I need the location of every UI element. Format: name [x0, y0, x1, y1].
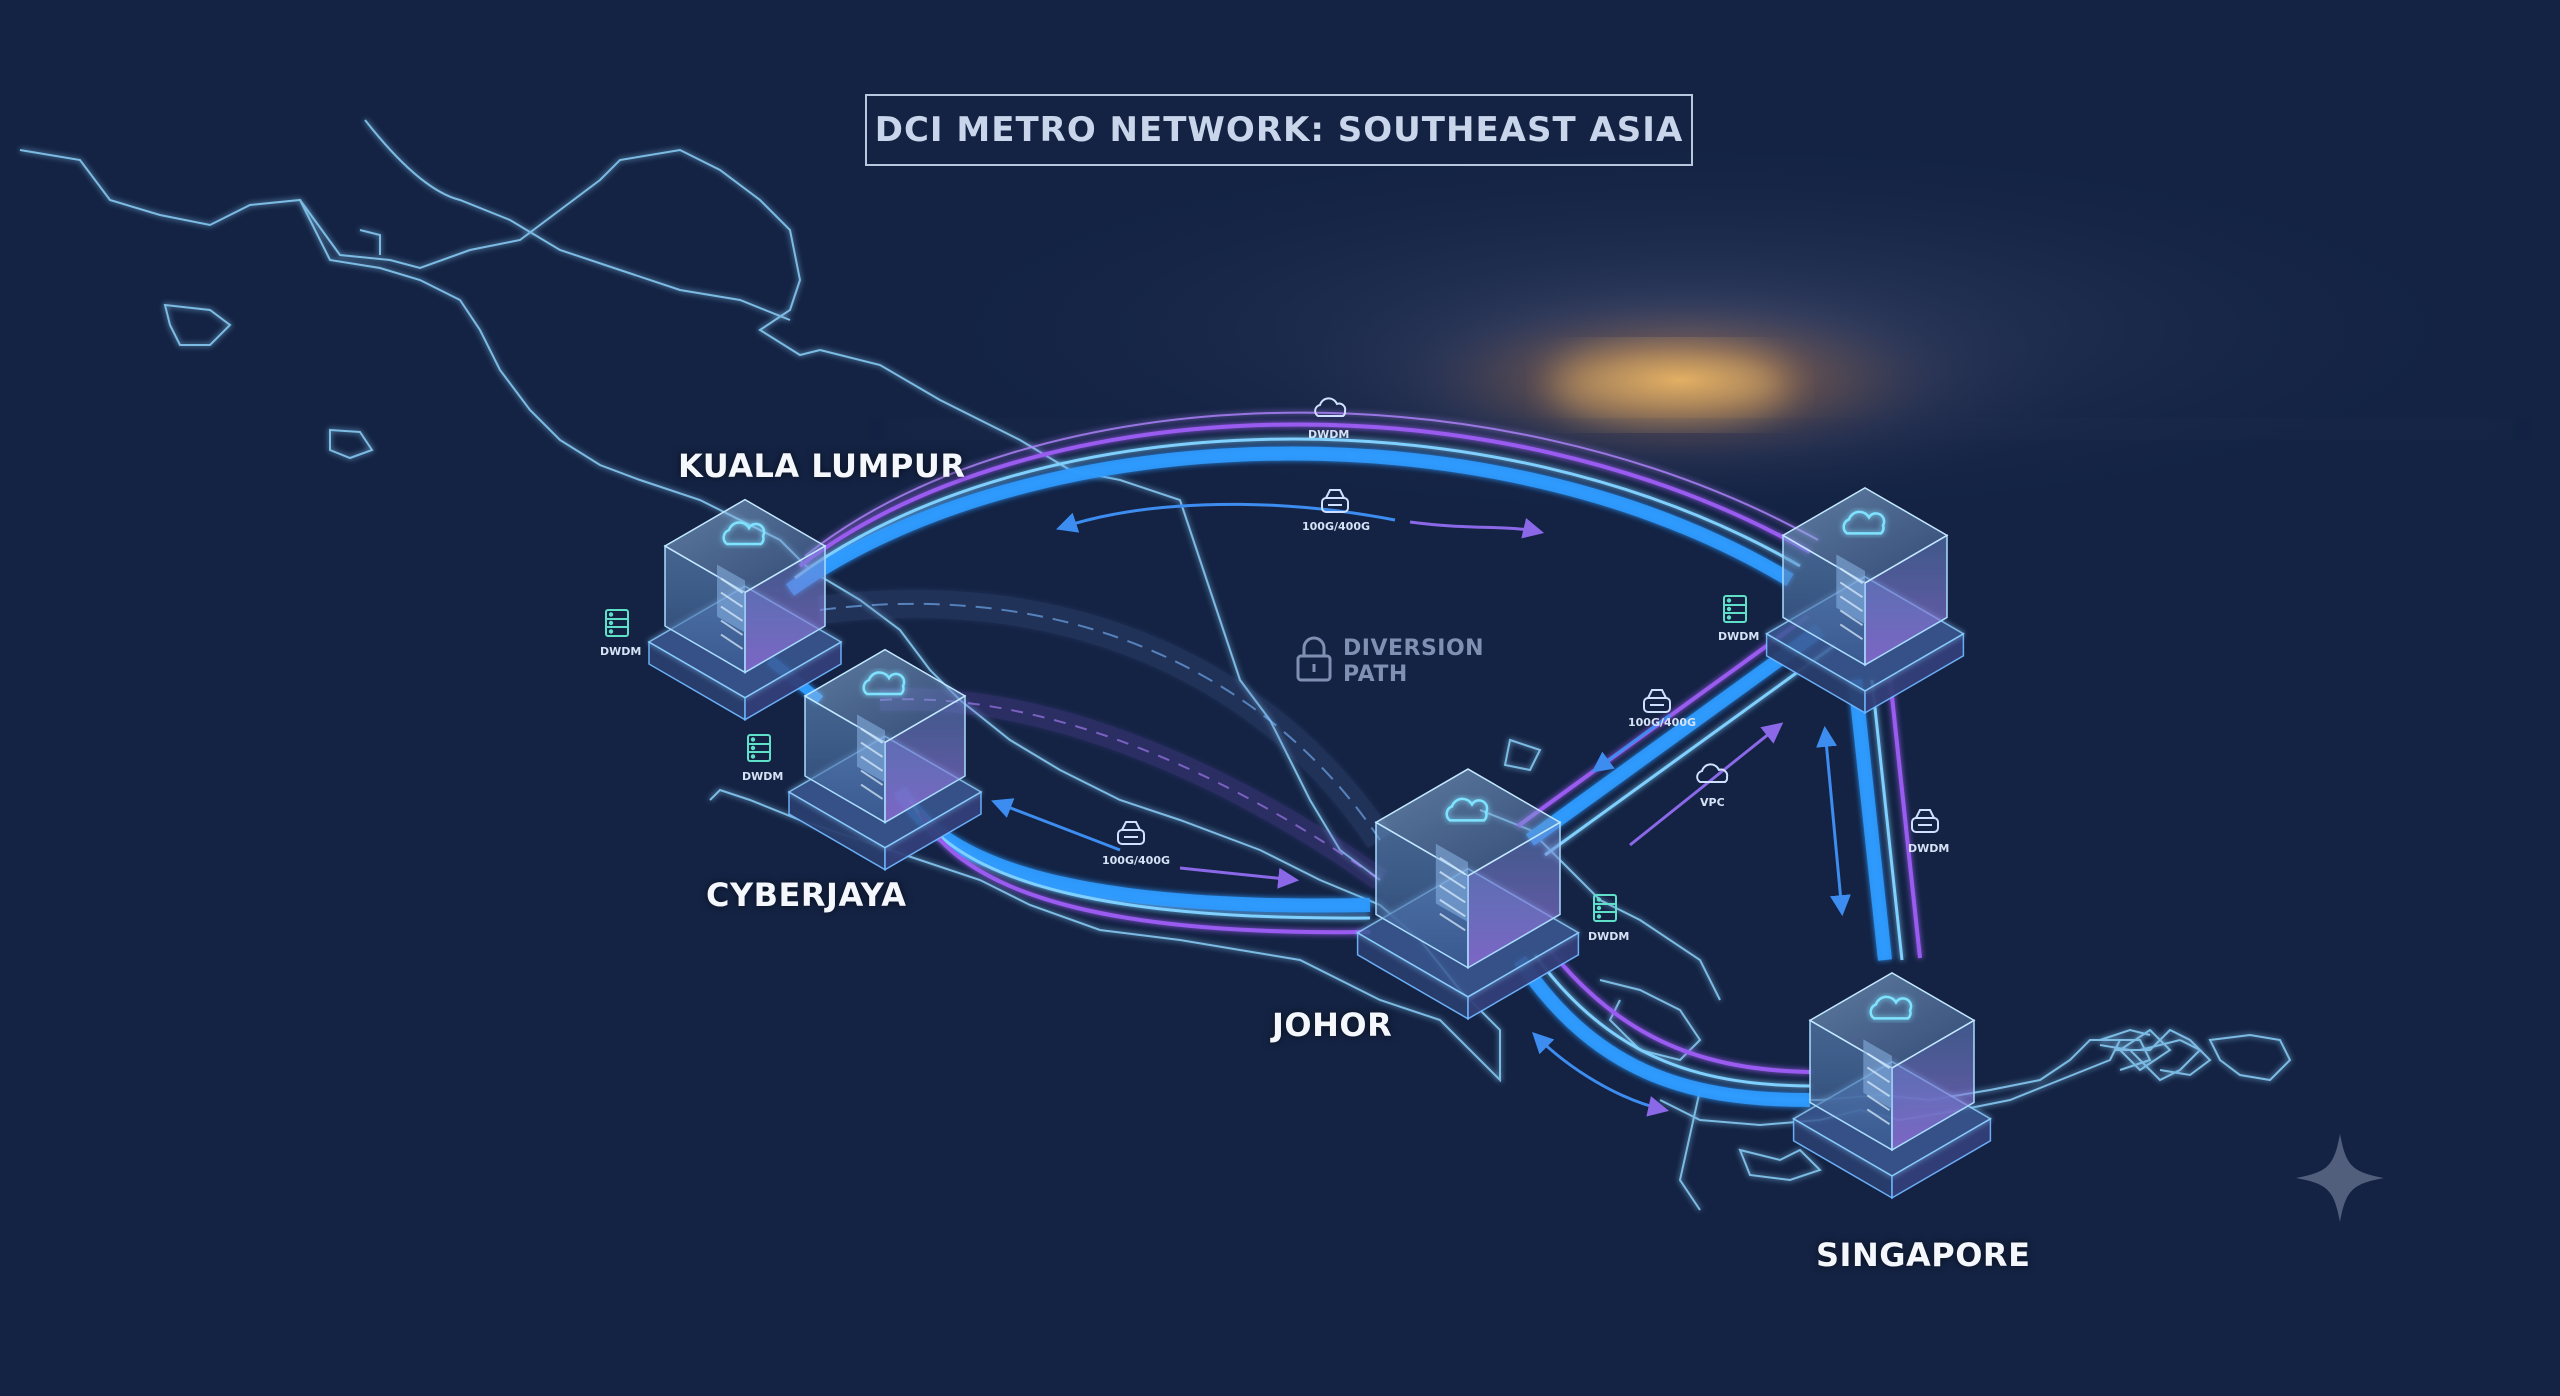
city-label-singapore: SINGAPORE [1816, 1236, 2030, 1274]
city-label-kuala-lumpur: KUALA LUMPUR [678, 447, 965, 485]
node-kuala-lumpur [649, 500, 841, 720]
dwdm-label-ne: DWDM [1718, 630, 1759, 643]
dwdm-label-top: DWDM [1308, 428, 1349, 441]
page-title: DCI METRO NETWORK: SOUTHEAST ASIA [875, 110, 1684, 150]
lock-icon [1298, 638, 1330, 680]
router-icon [1118, 822, 1144, 844]
city-label-johor: JOHOR [1272, 1006, 1392, 1044]
router-icon [1644, 690, 1670, 712]
dwdm-label-cyberjaya: DWDM [742, 770, 783, 783]
title-box: DCI METRO NETWORK: SOUTHEAST ASIA [865, 94, 1693, 166]
dwdm-label-singapore-link: DWDM [1908, 842, 1949, 855]
server-rack-icon [606, 610, 628, 636]
router-icon [1912, 810, 1938, 832]
link-johor-singapore [1520, 960, 1810, 1100]
diversion-line-1: DIVERSION [1343, 636, 1484, 662]
dwdm-label-johor: DWDM [1588, 930, 1629, 943]
sparkle-icon [2296, 1134, 2384, 1222]
server-rack-icon [748, 735, 770, 761]
node-singapore [1794, 973, 1991, 1198]
rate-label-top: 100G/400G [1302, 520, 1370, 533]
city-label-cyberjaya: CYBERJAYA [706, 876, 907, 914]
link-ne-singapore [1855, 680, 1885, 960]
server-rack-icon [1724, 596, 1746, 622]
diversion-path-label: DIVERSION PATH [1343, 636, 1484, 688]
vpc-label: VPC [1700, 796, 1725, 809]
rate-label-cyberjaya: 100G/400G [1102, 854, 1170, 867]
dwdm-label-kl: DWDM [600, 645, 641, 658]
server-rack-icon [1594, 895, 1616, 921]
diversion-line-2: PATH [1343, 662, 1484, 688]
rate-label-ne: 100G/400G [1628, 716, 1696, 729]
